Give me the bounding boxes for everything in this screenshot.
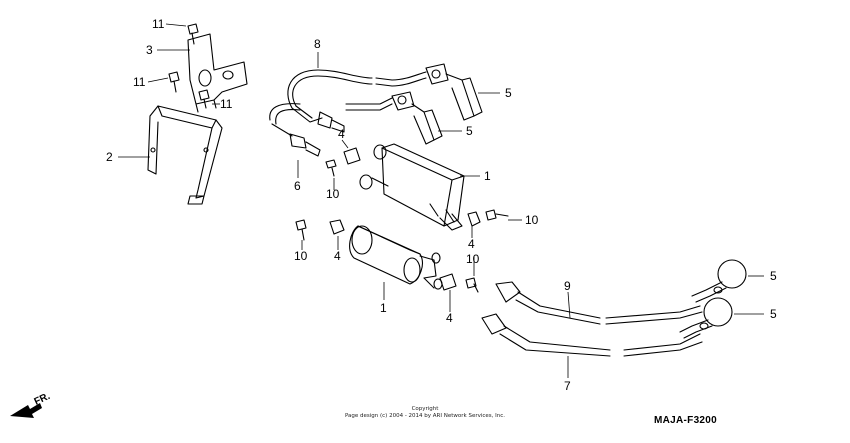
copyright-title: Copyright (411, 406, 439, 412)
ignition-coil-lower (349, 225, 443, 290)
callout-8: 8 (314, 37, 321, 51)
callout-4-c: 4 (334, 249, 341, 263)
callout-5-right-b: 5 (770, 307, 777, 321)
callout-11-right: 11 (220, 97, 233, 111)
callout-1-upper: 1 (484, 169, 491, 183)
upper-bracket (187, 33, 248, 113)
callout-4-b: 4 (468, 237, 475, 251)
plug-cap-upper-a (425, 63, 483, 121)
bolt-11-left (168, 71, 180, 93)
callout-5-upper-b: 5 (466, 124, 473, 138)
callout-4-d: 4 (446, 311, 453, 325)
callout-5-upper-a: 5 (505, 86, 512, 100)
callout-11-left: 11 (133, 75, 146, 89)
clip-4-c (329, 219, 345, 235)
bolt-10-b (485, 209, 509, 221)
plug-wire-8 (287, 69, 427, 133)
bolt-10-c (295, 219, 307, 241)
callout-10-c: 10 (294, 249, 308, 263)
callout-4-a: 4 (338, 127, 345, 141)
callout-10-a: 10 (326, 187, 340, 201)
plug-wire-9 (495, 281, 703, 325)
coil-stay (147, 105, 223, 205)
plug-wire-6 (269, 103, 321, 157)
callout-1-lower: 1 (380, 301, 387, 315)
clip-4-b (467, 211, 481, 227)
ignition-coil-upper (359, 143, 465, 231)
clip-4-a (343, 147, 361, 165)
plug-cap-right-b (679, 297, 733, 339)
callout-10-b: 10 (525, 213, 539, 227)
copyright-notice: Page design (c) 2004 - 2014 by ARI Netwo… (344, 413, 506, 419)
bolt-10-d (465, 277, 479, 293)
plug-cap-right-a (691, 259, 747, 303)
callout-9: 9 (564, 279, 571, 293)
clip-4-d (439, 273, 457, 291)
callout-10-d: 10 (466, 252, 480, 266)
callout-5-right-a: 5 (770, 269, 777, 283)
callout-3: 3 (146, 43, 153, 57)
callout-7: 7 (564, 379, 571, 393)
bolt-11-top (187, 23, 199, 45)
diagram-code: MAJA-F3200 (654, 415, 718, 426)
plug-wire-7 (481, 313, 703, 357)
bolt-11-right (198, 89, 210, 109)
bolt-10-a (325, 159, 337, 177)
callout-2: 2 (106, 150, 113, 164)
callout-11-top: 11 (152, 17, 165, 31)
callout-6: 6 (294, 179, 301, 193)
plug-cap-upper-b (391, 91, 443, 145)
